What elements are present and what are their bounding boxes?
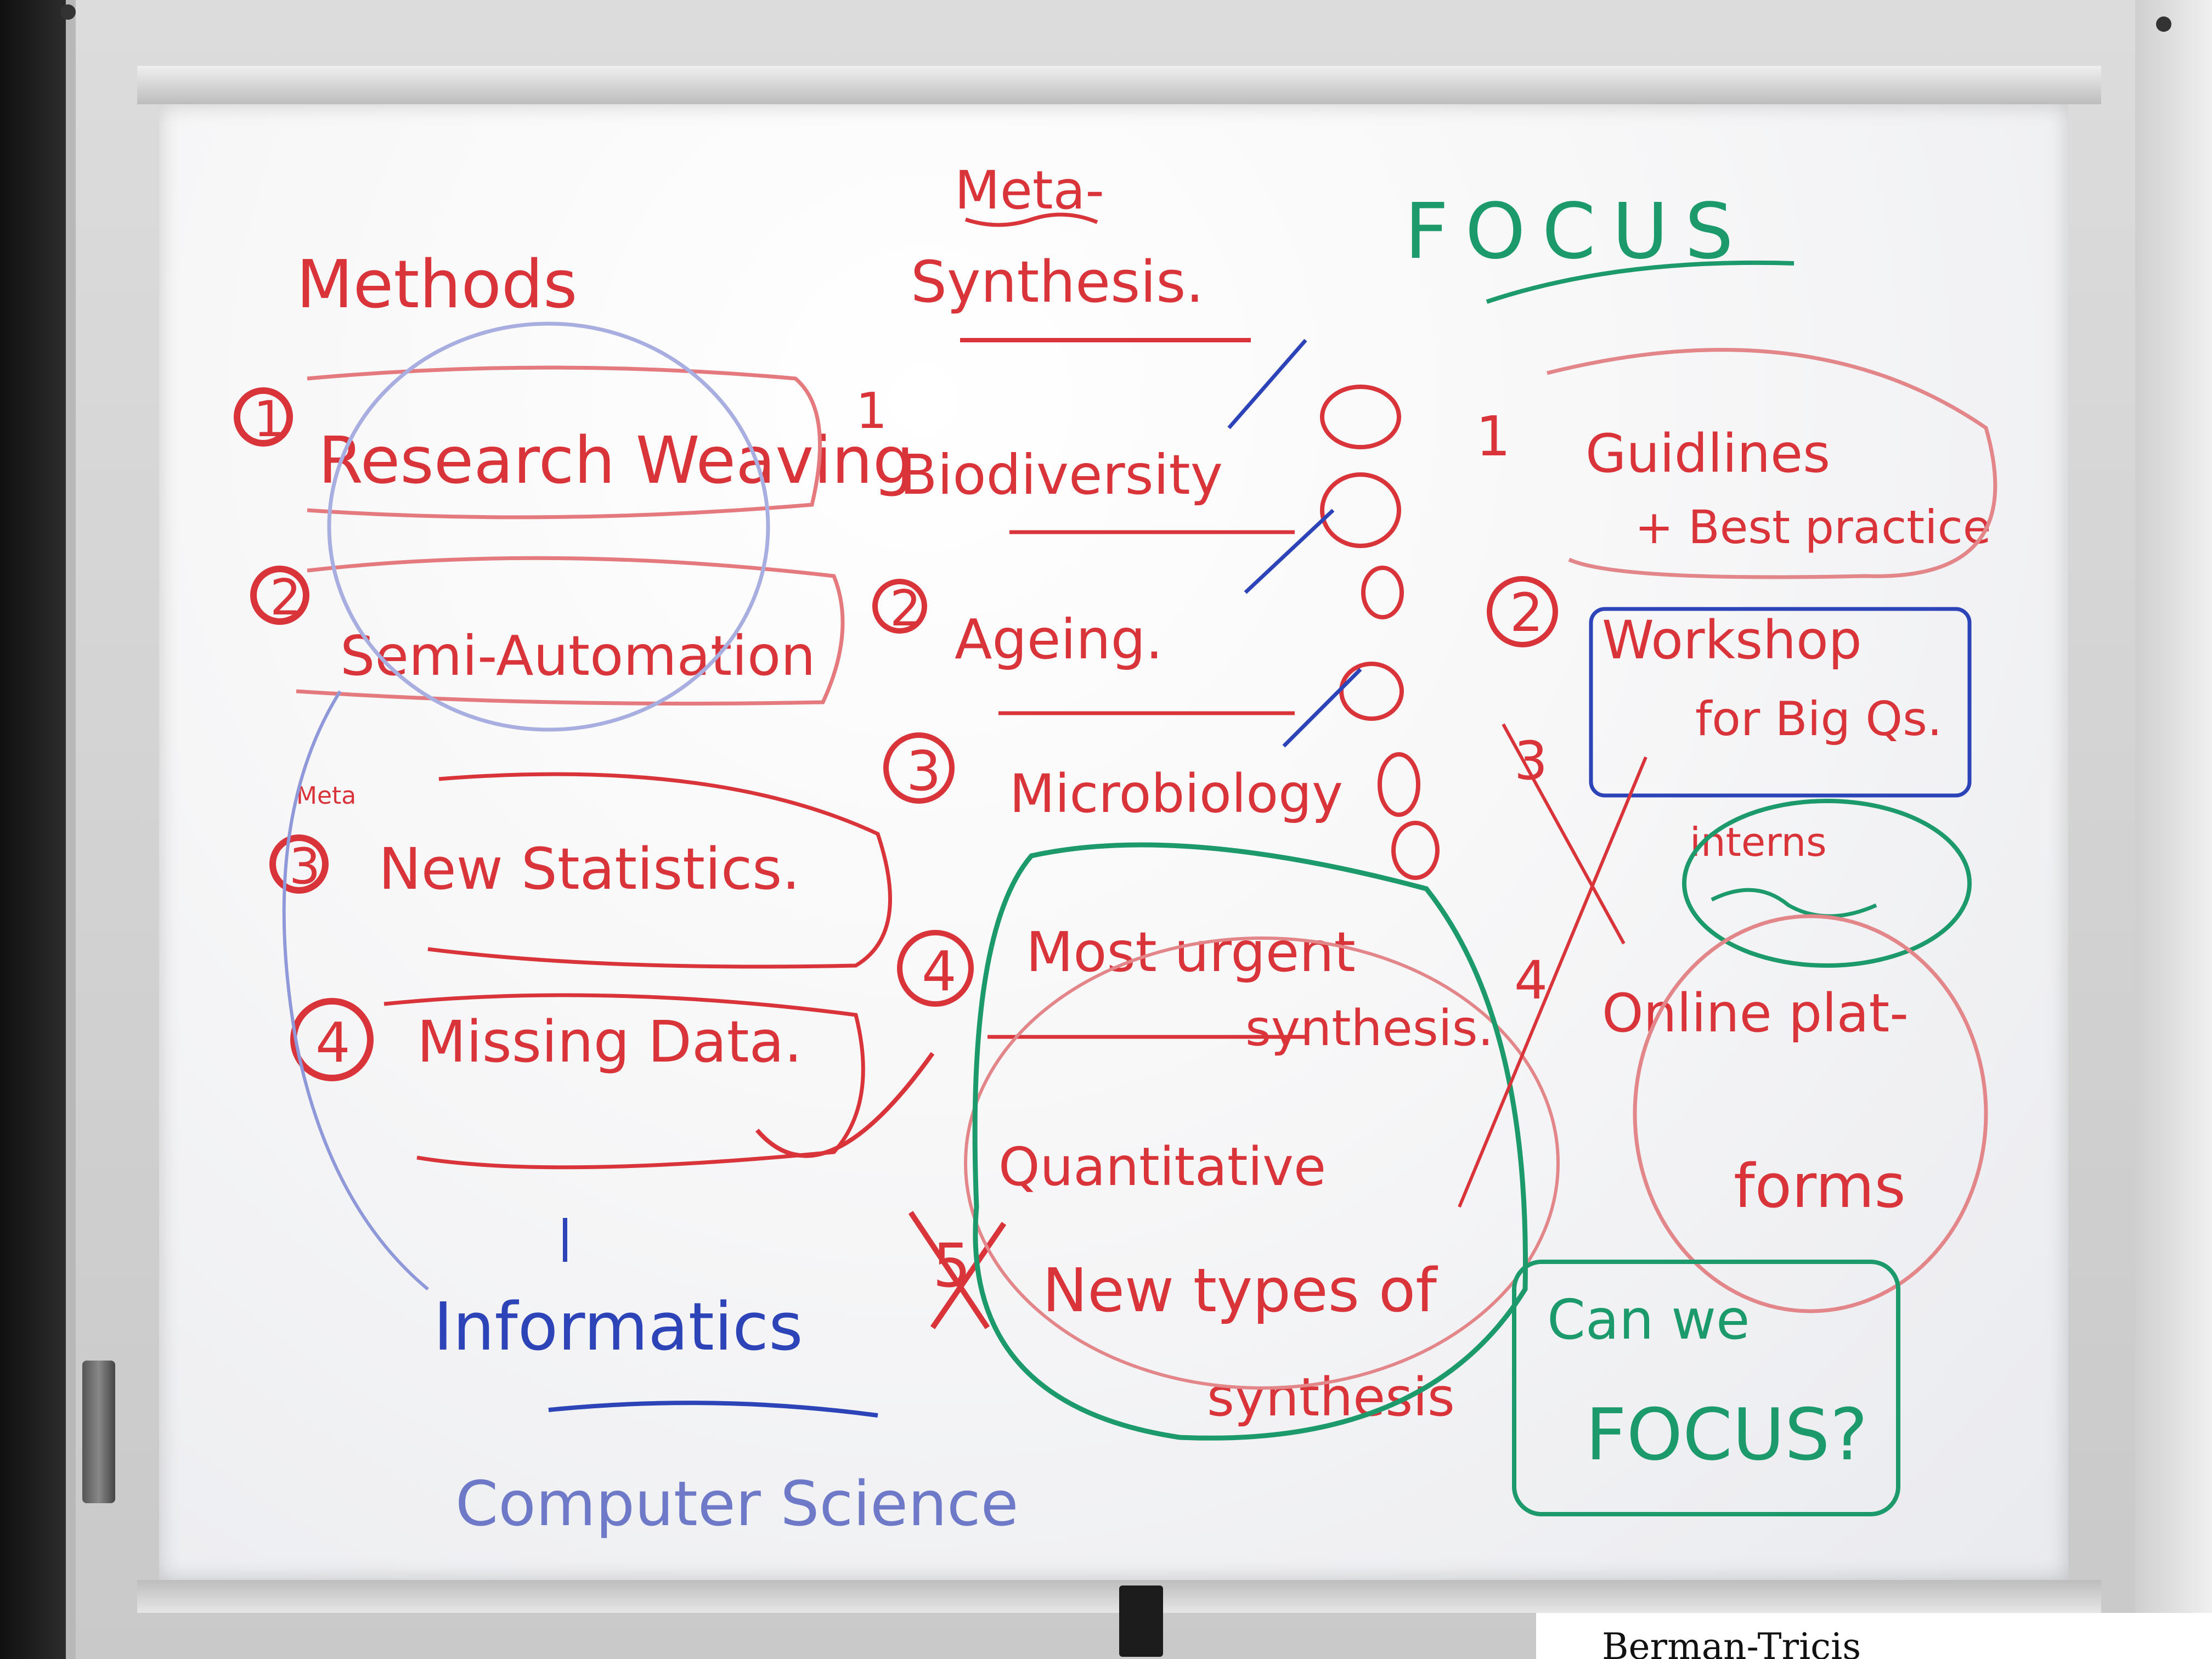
screw-icon <box>60 4 76 20</box>
meta-item-4: 4 Most urgent synthesis. <box>897 920 1493 1057</box>
paper-strip <box>1536 1613 2212 1659</box>
focus-question-box: Can we FOCUS? <box>1512 1260 1900 1516</box>
focus-item-4-label1: Online plat- <box>1602 983 1909 1044</box>
meta-item-1: 1 Biodiversity <box>856 382 1295 534</box>
focus-item-4-label2: forms <box>1734 1151 1906 1221</box>
methods-item-4-label: Missing Data. <box>417 1008 802 1075</box>
focus-item-3-num: 3 <box>1514 730 1548 792</box>
meta-item-4-label1: Most urgent <box>1026 920 1356 984</box>
methods-item-3-num: 3 <box>289 838 320 895</box>
meta-item-2-label: Ageing. <box>955 607 1163 672</box>
frame-top-rail <box>137 66 2101 104</box>
meta-item-4-num: 4 <box>922 939 957 1003</box>
methods-item-1: 1 Research Weaving <box>234 365 914 520</box>
methods-footer-computer-science: Computer Science <box>455 1469 1019 1540</box>
meta-item-4-label2: synthesis. <box>1245 1000 1493 1057</box>
focus-item-1-num: 1 <box>1476 404 1511 469</box>
meta-item-2-num: 2 <box>890 580 921 637</box>
focus-item-2: 2 Workshop for Big Qs. <box>1487 576 1972 798</box>
methods-item-4-num: 4 <box>315 1011 351 1075</box>
methods-item-3: 3 New Statistics. <box>269 772 892 969</box>
meta-synthesis-title-1: Meta- <box>955 160 1104 221</box>
green-loop-annotation <box>972 842 1528 1441</box>
focus-question-line2: FOCUS? <box>1585 1393 1868 1476</box>
methods-item-1-num: 1 <box>253 391 285 448</box>
focus-item-3: 3 interns <box>1514 730 1972 968</box>
focus-item-1-label2: + Best practice <box>1635 500 1991 554</box>
meta-item-5: 5 New types of synthesis <box>908 1211 1455 1428</box>
screw-icon <box>2156 16 2171 32</box>
wall-right <box>2135 0 2212 1659</box>
focus-item-2-label1: Workshop <box>1602 610 1862 671</box>
small-circles <box>1320 385 1440 880</box>
door-handle <box>82 1361 115 1503</box>
focus-item-1: 1 Guidlines + Best practice <box>1476 348 1997 579</box>
meta-item-5-label1: New types of <box>1042 1255 1438 1325</box>
methods-item-2-num: 2 <box>270 569 301 627</box>
focus-question-line1: Can we <box>1547 1288 1750 1352</box>
meta-item-1-num: 1 <box>856 382 887 440</box>
blue-connector <box>282 690 429 1291</box>
focus-item-2-num: 2 <box>1510 582 1543 644</box>
bottom-strip-text: Berman-Tricis <box>1602 1626 1861 1659</box>
focus-item-4: 4 Online plat- forms <box>1514 914 1988 1313</box>
focus-item-4-num: 4 <box>1514 950 1548 1011</box>
meta-item-quantitative: Quantitative <box>998 1136 1326 1198</box>
blue-arrows <box>1227 338 1362 748</box>
methods-meta-prefix: Meta <box>296 782 356 810</box>
methods-item-3-label: New Statistics. <box>379 836 800 902</box>
focus-item-3-label: interns <box>1690 819 1827 865</box>
focus-item-1-label1: Guidlines <box>1585 423 1830 484</box>
methods-item-2: 2 Semi-Automation <box>250 556 845 706</box>
methods-item-4: 4 Missing Data. <box>290 993 935 1170</box>
methods-item-2-label: Semi-Automation <box>340 624 816 688</box>
meta-item-2: 2 Ageing. <box>872 579 1295 715</box>
board-clip <box>1119 1585 1163 1657</box>
methods-title: Methods <box>296 247 578 323</box>
focus-item-2-label2: for Big Qs. <box>1695 692 1942 747</box>
meta-item-3-label: Microbiology <box>1009 763 1343 825</box>
meta-item-3: 3 Microbiology <box>883 732 1343 825</box>
meta-item-5-label2: synthesis <box>1207 1367 1455 1428</box>
meta-item-3-num: 3 <box>906 739 941 803</box>
meta-item-1-label: Biodiversity <box>900 443 1223 507</box>
focus-title: FOCUS <box>1404 187 1750 276</box>
methods-footer-informatics: Informatics <box>433 1289 803 1365</box>
meta-synthesis-title-2: Synthesis. <box>911 249 1204 315</box>
meta-item-quantitative-label: Quantitative <box>998 1136 1326 1198</box>
methods-item-1-label: Research Weaving <box>318 422 914 498</box>
blue-circle-annotation <box>327 321 770 732</box>
